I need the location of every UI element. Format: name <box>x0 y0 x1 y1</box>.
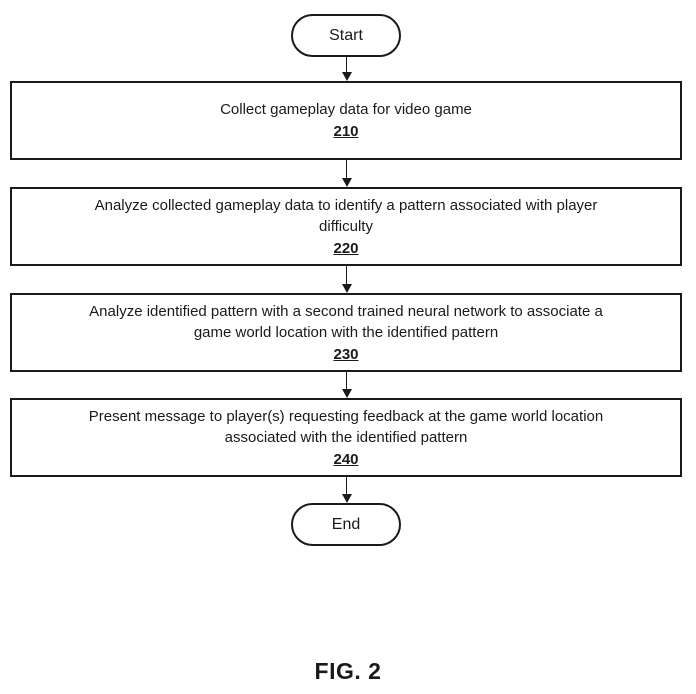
step-ref: 240 <box>333 450 359 468</box>
flow-arrow-220-to-230 <box>340 266 353 293</box>
step-ref: 210 <box>333 123 359 140</box>
arrow-head-icon <box>341 284 352 293</box>
start-label: Start <box>329 26 363 44</box>
process-step-230: Analyze identified pattern with a second… <box>10 293 682 372</box>
step-ref: 230 <box>333 345 359 363</box>
arrow-line <box>345 372 348 389</box>
flow-arrow-start-to-210 <box>340 57 353 81</box>
process-step-220: Analyze collected gameplay data to ident… <box>10 187 682 266</box>
step-text: Present message to player(s) requesting … <box>88 407 604 446</box>
step-text: Analyze identified pattern with a second… <box>89 302 603 341</box>
figure-caption: FIG. 2 <box>314 658 382 684</box>
arrow-line <box>345 266 348 284</box>
flow-arrow-210-to-220 <box>340 160 353 187</box>
end-label: End <box>331 515 361 533</box>
arrow-head-icon <box>341 72 352 81</box>
step-text: Analyze collected gameplay data to ident… <box>94 196 598 235</box>
end-terminator: End <box>291 503 401 546</box>
flow-arrow-230-to-240 <box>340 372 353 398</box>
step-ref: 220 <box>333 239 359 257</box>
arrow-head-icon <box>341 178 352 187</box>
process-step-240: Present message to player(s) requesting … <box>10 398 682 477</box>
arrow-head-icon <box>341 389 352 398</box>
flow-arrow-240-to-end <box>340 477 353 503</box>
arrow-line <box>345 57 348 72</box>
arrow-line <box>345 160 348 178</box>
arrow-line <box>345 477 348 494</box>
start-terminator: Start <box>291 14 401 57</box>
arrow-head-icon <box>341 494 352 503</box>
step-text: Collect gameplay data for video game <box>220 101 472 118</box>
process-step-210: Collect gameplay data for video game 210 <box>10 81 682 160</box>
